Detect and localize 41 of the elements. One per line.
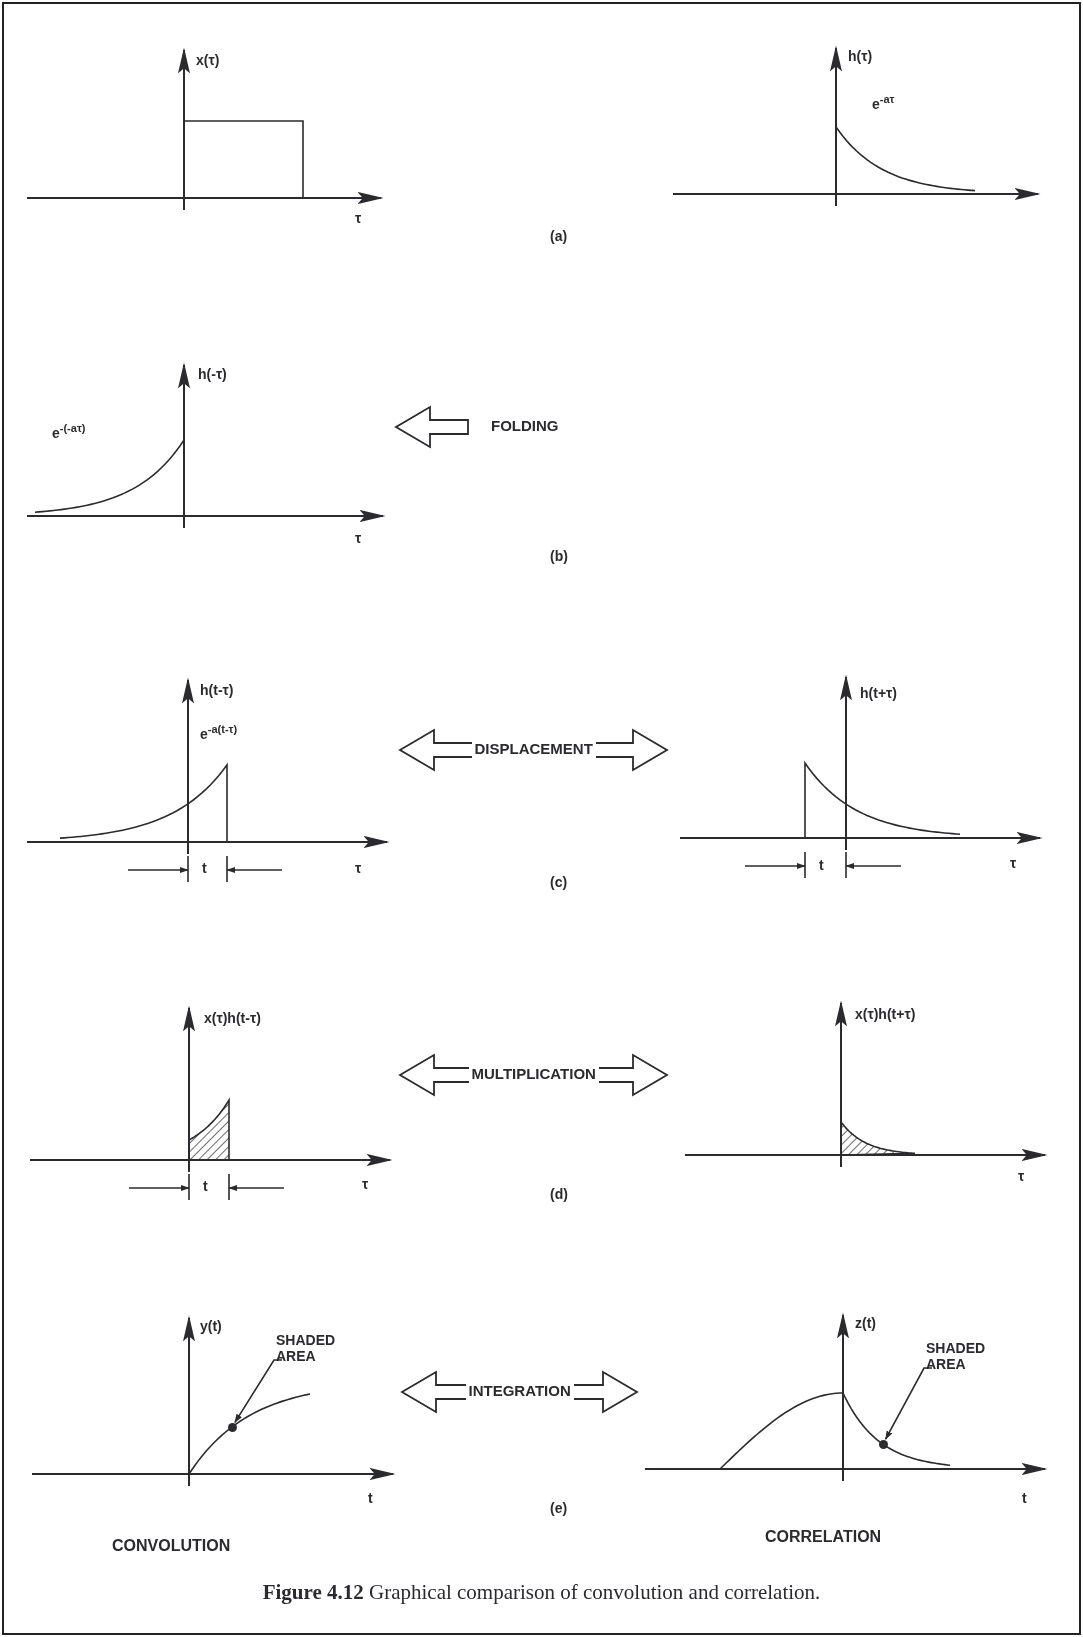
column-label: CORRELATION <box>765 1528 882 1546</box>
curve-point <box>227 1422 237 1432</box>
axis-label: h(t+τ) <box>860 685 897 701</box>
axis-label: x(τ)h(t-τ) <box>204 1010 261 1026</box>
plot-label: τ <box>1018 1168 1025 1184</box>
figure-caption: Figure 4.12 Graphical comparison of convolution and correlation. <box>261 1580 822 1605</box>
plot-label: t <box>819 857 824 873</box>
plot-label: e$^{-a(t-τ)}$ <box>200 726 238 742</box>
plot-label: τ <box>355 210 362 226</box>
plot-label: τ <box>362 1176 369 1192</box>
axis-label: y(t) <box>200 1318 222 1334</box>
operation-label: DISPLACEMENT <box>471 740 596 758</box>
plot-label: t <box>1022 1490 1027 1506</box>
curve-point <box>878 1439 888 1449</box>
panel-label: (a) <box>550 228 568 244</box>
plot-label: t <box>203 1178 208 1194</box>
plot-label: e$^{-aτ}$ <box>872 96 895 112</box>
operation-label: MULTIPLICATION <box>468 1065 599 1083</box>
panel-label: (e) <box>550 1500 568 1516</box>
panel-label: (b) <box>550 548 568 564</box>
axis-label: h(t-τ) <box>200 682 234 698</box>
axis-label: z(t) <box>855 1315 876 1331</box>
plot-label: t <box>368 1490 373 1506</box>
operation-label: INTEGRATION <box>465 1382 574 1400</box>
panel-label: (c) <box>550 874 568 890</box>
axis-label: h(τ) <box>848 48 873 64</box>
panel-label: (d) <box>550 1186 568 1202</box>
callout-text: SHADED AREA <box>926 1340 996 1372</box>
plot-label: e$^{-(-aτ)}$ <box>52 425 86 441</box>
plot-label: t <box>202 860 207 876</box>
plot-label: τ <box>355 860 362 876</box>
axis-label: x(τ)h(t+τ) <box>855 1006 916 1022</box>
leader-line <box>234 1359 283 1424</box>
axis-label: x(τ) <box>196 52 220 68</box>
axis-label: h(-τ) <box>198 366 227 382</box>
plot-label: τ <box>1010 855 1017 871</box>
leader-line <box>884 1367 933 1440</box>
column-label: CONVOLUTION <box>112 1537 231 1555</box>
hollow-arrow <box>394 405 469 449</box>
callout-text: SHADED AREA <box>276 1332 346 1364</box>
plot-label: τ <box>355 530 362 546</box>
